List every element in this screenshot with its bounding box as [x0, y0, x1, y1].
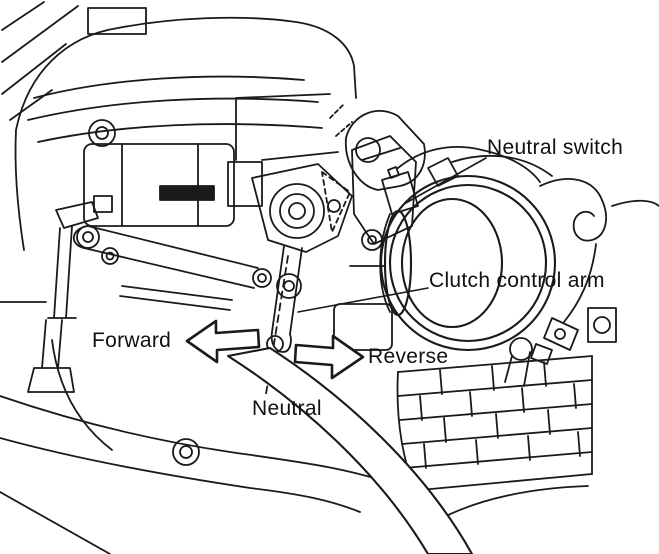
reverse-arrow-icon	[293, 334, 365, 380]
powerhead-block	[1, 1, 357, 251]
starter-motor	[349, 157, 557, 387]
hose-loop	[451, 154, 659, 351]
shift-linkage	[0, 201, 272, 393]
neutral-switch-part	[329, 103, 541, 251]
steering-arm-band	[226, 346, 474, 554]
label-forward: Forward	[92, 329, 172, 352]
lower-cowling	[0, 339, 474, 554]
neutral-position-dashed-line	[265, 255, 289, 395]
leader-lines	[297, 157, 487, 313]
label-reverse: Reverse	[368, 345, 449, 368]
label-neutral-switch: Neutral switch	[487, 136, 624, 159]
label-clutch-control-arm: Clutch control arm	[429, 269, 605, 292]
clutch-control-arm-part	[251, 163, 393, 395]
forward-arrow-icon	[185, 319, 261, 364]
label-neutral: Neutral	[252, 397, 322, 420]
clutch-control-arm-leader	[297, 287, 429, 313]
neutral-switch-leader	[403, 157, 487, 205]
direction-arrows	[185, 319, 365, 380]
lower-unit-grid	[396, 355, 593, 521]
